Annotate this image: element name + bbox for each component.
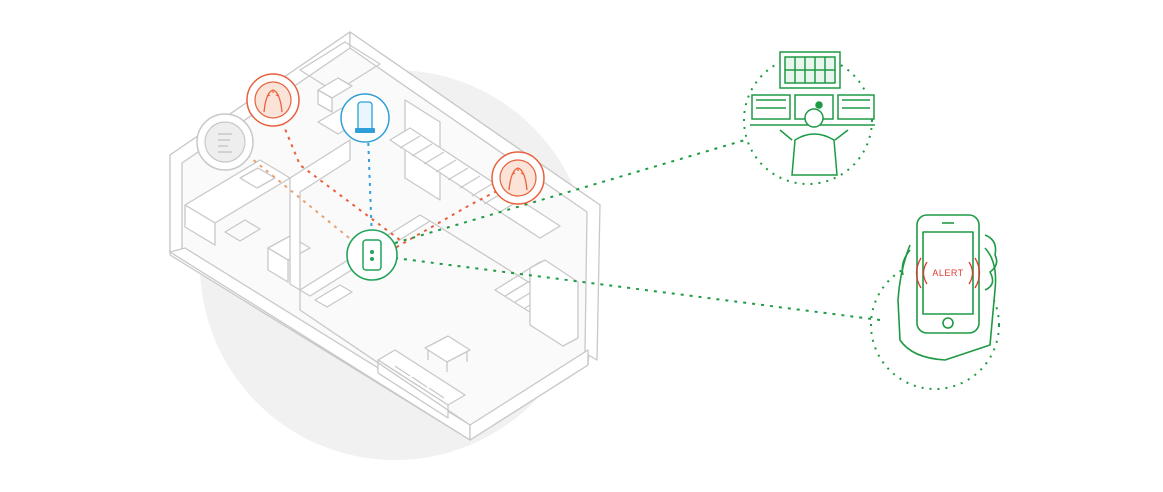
- water-sensor-icon: [340, 93, 390, 143]
- remote-links: [394, 139, 881, 321]
- smoke-detector-icon: [246, 73, 300, 127]
- thermostat-icon: [196, 113, 254, 171]
- hub-icon: [346, 229, 398, 281]
- phone-link: [394, 257, 881, 321]
- monitoring-link: [394, 139, 746, 244]
- phone-alert-icon: ALERT: [870, 214, 1000, 390]
- alert-label: ALERT: [932, 268, 963, 278]
- water-link: [367, 134, 373, 241]
- smoke-detector-icon-2: [491, 151, 545, 205]
- monitoring-station-icon: [743, 51, 875, 185]
- smoke-1-link: [272, 99, 401, 241]
- thermostat-link: [234, 144, 371, 256]
